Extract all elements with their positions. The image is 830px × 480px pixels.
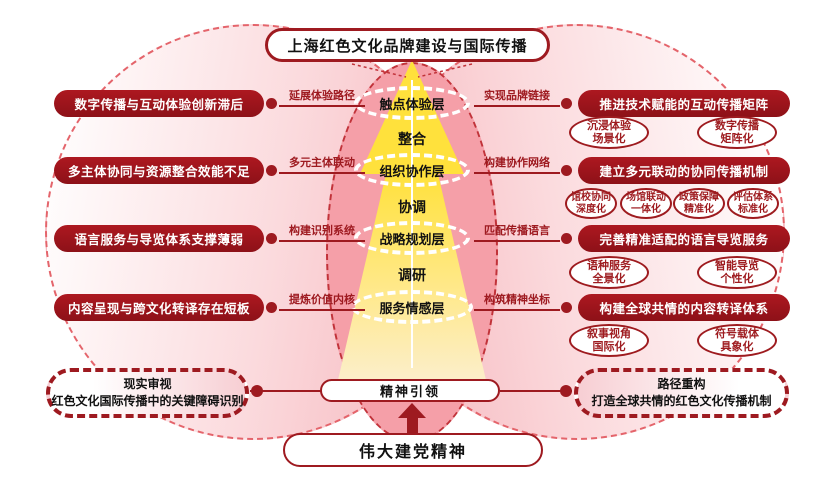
measure-oval: 智能导览 个性化: [697, 256, 777, 289]
connector-dot: [266, 98, 277, 109]
page-title: 上海红色文化品牌建设与国际传播: [265, 28, 550, 62]
measure-oval: 场馆联动 一体化: [620, 188, 672, 219]
connector-dot: [561, 98, 572, 109]
problem-box-3: 语言服务与导览体系支撑薄弱: [54, 225, 264, 252]
spirit-guide-pill: 精神引领: [320, 379, 500, 402]
measure-oval: 叙事视角 国际化: [569, 324, 649, 357]
problem-box-2: 多主体协同与资源整合效能不足: [54, 157, 264, 184]
strategy-box-3: 完善精准适配的语言导览服务: [578, 225, 790, 252]
pyramid-step-coordinate: 协调: [398, 200, 426, 216]
up-arrow-shaft: [407, 417, 418, 433]
measure-oval: 符号载体 具象化: [697, 324, 777, 357]
path-rebuild-subtitle: 打造全球共情的红色文化传播机制: [591, 394, 772, 408]
pyramid-step-integrate: 整合: [398, 132, 426, 148]
measure-oval: 馆校协同 深度化: [565, 188, 617, 219]
reality-review-subtitle: 红色文化国际传播中的关键障碍识别: [51, 394, 244, 408]
tactic-label-right-1: 实现品牌链接: [474, 87, 560, 107]
connector-dot: [266, 165, 277, 176]
tactic-label-left-2: 多元主体联动: [279, 154, 365, 174]
strategy-box-1: 推进技术赋能的互动传播矩阵: [578, 90, 790, 117]
tactic-label-right-2: 构建协作网络: [474, 154, 560, 174]
connector-dot: [266, 302, 277, 313]
connector-dot: [251, 385, 263, 397]
measure-oval: 数字传播 矩阵化: [697, 116, 777, 149]
path-rebuild-title: 路径重构: [657, 377, 706, 392]
pyramid-layer-service-emotion: 服务情感层: [351, 290, 473, 324]
measure-oval: 评估体系 标准化: [727, 188, 779, 219]
strategy-box-2: 建立多元联动的协同传播机制: [578, 157, 790, 184]
connector-dot: [561, 165, 572, 176]
pyramid-layer-touchpoint: 触点体验层: [354, 86, 470, 120]
foundation-box: 伟大建党精神: [283, 433, 543, 467]
strategy-box-4: 构建全球共情的内容转译体系: [578, 294, 790, 321]
connector-dot: [560, 385, 572, 397]
reality-review-capsule: 现实审视 红色文化国际传播中的关键障碍识别: [46, 368, 249, 418]
tactic-label-left-4: 提炼价值内核: [279, 291, 365, 311]
path-rebuild-capsule: 路径重构 打造全球共情的红色文化传播机制: [574, 368, 789, 418]
problem-box-4: 内容呈现与跨文化转译存在短板: [54, 294, 264, 321]
connector-dot: [561, 233, 572, 244]
tactic-label-left-1: 延展体验路径: [279, 87, 365, 107]
tactic-label-left-3: 构建识别系统: [279, 222, 365, 242]
connector-line-right: [500, 390, 572, 392]
tactic-label-right-3: 匹配传播语言: [474, 222, 560, 242]
pyramid-step-research: 调研: [398, 268, 426, 284]
connector-dot: [266, 233, 277, 244]
problem-box-1: 数字传播与互动体验创新滞后: [54, 90, 264, 117]
measure-oval: 政策保障 精准化: [673, 188, 725, 219]
connector-line-left: [250, 390, 322, 392]
connector-dot: [561, 302, 572, 313]
pyramid-layer-organization: 组织协作层: [354, 153, 470, 187]
measure-oval: 沉浸体验 场景化: [569, 116, 649, 149]
pyramid-layer-strategy: 战略规划层: [354, 221, 470, 255]
tactic-label-right-4: 构筑精神坐标: [474, 291, 560, 311]
up-arrow-icon: [398, 403, 426, 418]
reality-review-title: 现实审视: [123, 377, 172, 392]
measure-oval: 语种服务 全景化: [569, 256, 649, 289]
